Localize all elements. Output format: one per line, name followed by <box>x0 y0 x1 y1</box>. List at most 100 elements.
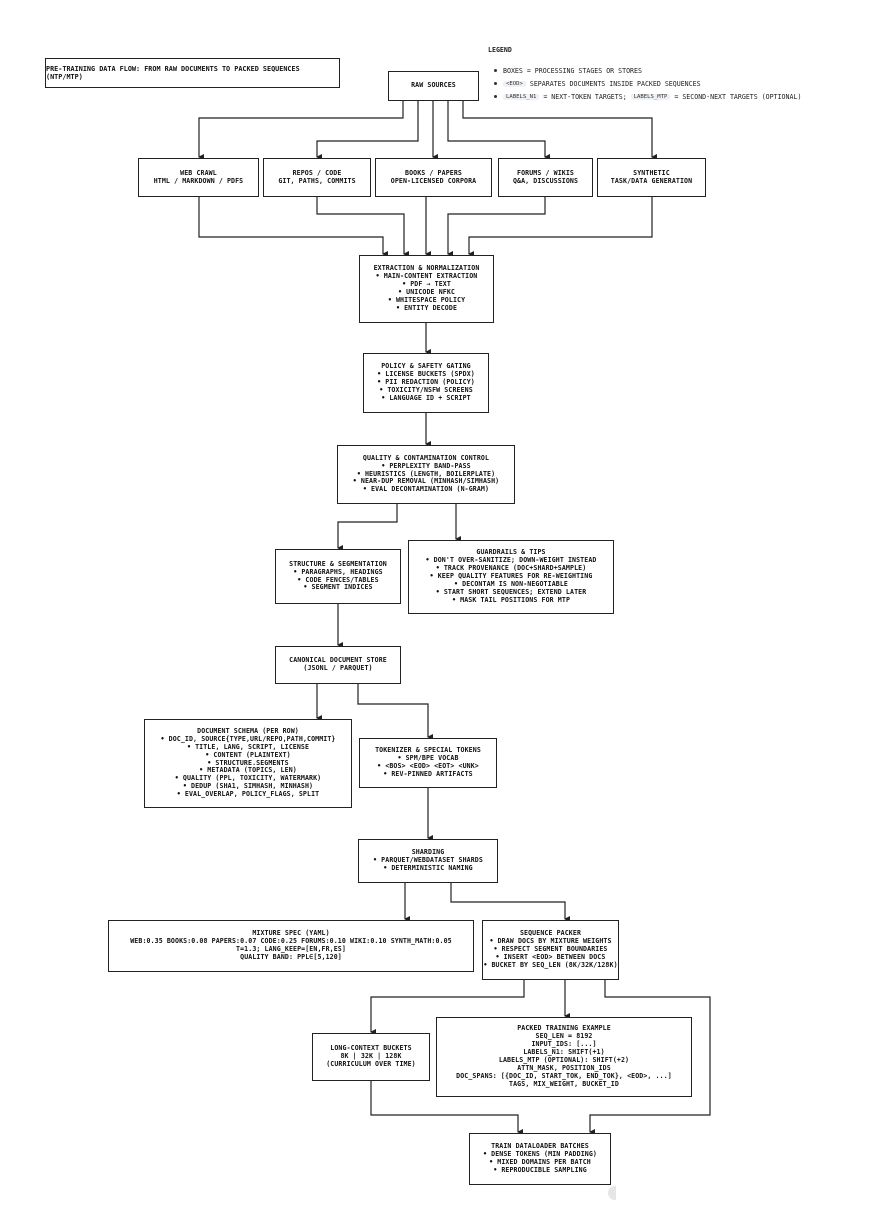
node-line: • DECONTAM IS NON-NEGOTIABLE <box>454 579 568 588</box>
node-line: • INSERT <EOD> BETWEEN DOCS <box>495 952 606 961</box>
edge-raw-to-forums <box>447 101 550 160</box>
node-mixture-spec: MIXTURE SPEC (YAML)WEB:0.35 BOOKS:0.08 P… <box>108 920 474 972</box>
node-line: • <BOS> <EOD> <EOT> <UNK> <box>377 762 479 770</box>
node-line: • DETERMINISTIC NAMING <box>383 863 473 872</box>
node-line: QUALITY BAND: PPL∈[5,120] <box>240 952 342 961</box>
node-line: 8K | 32K | 128K <box>340 1052 402 1061</box>
node-line: • UNICODE NFKC <box>398 288 455 296</box>
edge-synthetic-to-extraction <box>468 197 653 257</box>
node-structure-segmentation: STRUCTURE & SEGMENTATION• PARAGRAPHS, HE… <box>275 549 401 604</box>
node-line: ATTN_MASK, POSITION_IDS <box>517 1063 611 1072</box>
node-title: PACKED TRAINING EXAMPLE <box>517 1024 611 1033</box>
node-line: SEQ_LEN = 8192 <box>535 1032 593 1041</box>
node-canonical-document-store: CANONICAL DOCUMENT STORE(JSONL / PARQUET… <box>275 646 401 684</box>
node-line: • CONTENT (PLAINTEXT) <box>205 750 291 759</box>
node-title: WEB CRAWL <box>180 168 217 177</box>
legend-code-token: LABELS_N1 <box>503 93 540 100</box>
node-sharding: SHARDING• PARQUET/WEBDATASET SHARDS• DET… <box>358 839 498 883</box>
node-line: • PERPLEXITY BAND-PASS <box>381 461 471 470</box>
node-line: • START SHORT SEQUENCES; EXTEND LATER <box>435 587 587 596</box>
edge-raw-to-synthetic <box>462 101 657 160</box>
edge-quality-to-structure <box>337 504 398 551</box>
node-title: MIXTURE SPEC (YAML) <box>252 929 330 938</box>
node-document-schema: DOCUMENT SCHEMA (PER ROW)• DOC_ID, SOURC… <box>144 719 352 808</box>
node-line: HTML / MARKDOWN / PDFS <box>153 176 244 185</box>
node-line: • METADATA (TOPICS, LEN) <box>199 766 297 775</box>
diagram-title-text: PRE-TRAINING DATA FLOW: FROM RAW DOCUMEN… <box>46 65 300 81</box>
node-line: • PII REDACTION (POLICY) <box>377 378 475 387</box>
node-tokenizer-special-tokens: TOKENIZER & SPECIAL TOKENS• SPM/BPE VOCA… <box>359 738 497 788</box>
node-title: STRUCTURE & SEGMENTATION <box>289 559 387 568</box>
legend-code-token: LABELS_MTP <box>630 93 671 100</box>
legend-item: <EOD> SEPARATES DOCUMENTS INSIDE PACKED … <box>488 77 805 90</box>
node-line: • EVAL DECONTAMINATION (N-GRAM) <box>362 485 490 494</box>
edge-raw-to-repos <box>316 101 419 160</box>
node-line: • CODE FENCES/TABLES <box>297 575 379 584</box>
node-line: • BUCKET BY SEQ_LEN (8K/32K/128K) <box>483 960 618 969</box>
node-title: SYNTHETIC <box>633 168 670 177</box>
edge-web-to-extraction <box>198 197 388 257</box>
node-line: • WHITESPACE POLICY <box>387 295 466 304</box>
node-line: (CURRICULUM OVER TIME) <box>326 1059 416 1068</box>
node-line: (JSONL / PARQUET) <box>303 664 373 672</box>
edge-repos-to-extraction <box>316 197 409 257</box>
node-extraction-normalization: EXTRACTION & NORMALIZATION• MAIN-CONTENT… <box>359 255 494 323</box>
node-title: TRAIN DATALOADER BATCHES <box>491 1142 589 1151</box>
node-line: • EVAL_OVERLAP, POLICY_FLAGS, SPLIT <box>176 790 320 799</box>
node-line: • LICENSE BUCKETS (SPDX) <box>377 370 475 379</box>
page-corner-decoration <box>608 1186 616 1200</box>
node-line: • TRACK PROVENANCE (DOC+SHARD+SAMPLE) <box>435 564 587 573</box>
edge-sharding-to-packer <box>450 883 570 922</box>
node-line: • DRAW DOCS BY MIXTURE WEIGHTS <box>489 937 612 946</box>
node-line: TASK/DATA GENERATION <box>610 176 693 185</box>
edge-forums-to-extraction <box>447 197 546 257</box>
node-title: POLICY & SAFETY GATING <box>381 362 471 371</box>
node-line: • MIXED DOMAINS PER BATCH <box>489 1158 591 1166</box>
node-line: • DEDUP (SHA1, SIMHASH, MINHASH) <box>182 782 314 791</box>
node-title: FORUMS / WIKIS <box>517 168 574 177</box>
edge-raw-to-web <box>198 101 404 160</box>
node-title: DOCUMENT SCHEMA (PER ROW) <box>197 726 299 735</box>
node-title: EXTRACTION & NORMALIZATION <box>373 264 480 273</box>
legend-item: LABELS_N1 = NEXT-TOKEN TARGETS; LABELS_M… <box>488 90 805 103</box>
node-title: RAW SOURCES <box>411 81 456 90</box>
edge-packer-to-dataloader <box>589 980 711 1135</box>
node-line: • ENTITY DECODE <box>395 303 458 312</box>
node-line: LABELS_MTP (OPTIONAL): SHIFT(+2) <box>498 1056 630 1064</box>
node-line: • QUALITY (PPL, TOXICITY, WATERMARK) <box>174 774 322 783</box>
node-line: • PARQUET/WEBDATASET SHARDS <box>373 856 483 865</box>
node-line: • REV-PINNED ARTIFACTS <box>383 769 473 778</box>
legend-item: BOXES = PROCESSING STAGES OR STORES <box>488 64 805 77</box>
node-line: T=1.3; LANG_KEEP=[EN,FR,ES] <box>236 945 346 953</box>
node-line: • RESPECT SEGMENT BOUNDARIES <box>493 945 608 954</box>
node-line: • PDF → TEXT <box>402 280 451 289</box>
bullet-icon <box>494 69 497 72</box>
node-line: • HEURISTICS (LENGTH, BOILERPLATE) <box>356 469 496 478</box>
node-title: LONG-CONTEXT BUCKETS <box>330 1044 412 1053</box>
node-line: WEB:0.35 BOOKS:0.08 PAPERS:0.07 CODE:0.2… <box>130 937 452 946</box>
node-sequence-packer: SEQUENCE PACKER• DRAW DOCS BY MIXTURE WE… <box>482 920 619 980</box>
node-line: LABELS_N1: SHIFT(+1) <box>523 1048 605 1057</box>
node-line: • DON'T OVER-SANITIZE; DOWN-WEIGHT INSTE… <box>425 556 597 565</box>
node-line: DOC_SPANS: [{DOC_ID, START_TOK, END_TOK}… <box>456 1071 672 1080</box>
node-line: • PARAGRAPHS, HEADINGS <box>293 567 383 576</box>
node-quality-contamination: QUALITY & CONTAMINATION CONTROL• PERPLEX… <box>337 445 515 504</box>
node-line: INPUT_IDS: [...] <box>531 1040 597 1049</box>
node-title: TOKENIZER & SPECIAL TOKENS <box>375 746 481 755</box>
node-line: • MASK TAIL POSITIONS FOR MTP <box>451 595 571 604</box>
node-line: • KEEP QUALITY FEATURES FOR RE-WEIGHTING <box>429 572 593 581</box>
node-line: • MAIN-CONTENT EXTRACTION <box>375 272 478 281</box>
node-title: SHARDING <box>411 848 445 857</box>
node-raw-sources: RAW SOURCES <box>388 71 479 101</box>
node-line: • LANGUAGE ID + SCRIPT <box>381 393 471 402</box>
node-line: • REPRODUCIBLE SAMPLING <box>493 1165 587 1174</box>
edge-long-context-to-dataloader <box>370 1081 523 1135</box>
bullet-icon <box>494 82 497 85</box>
edge-canonical-to-tokenizer <box>357 684 433 740</box>
